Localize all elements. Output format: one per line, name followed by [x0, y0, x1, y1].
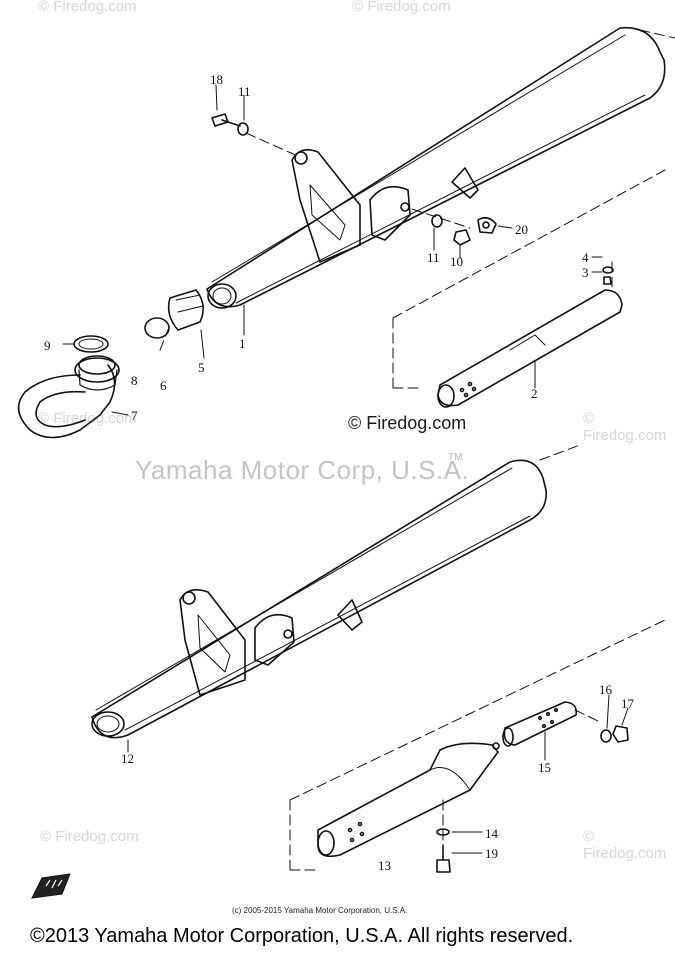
stay-part-20: [477, 216, 497, 234]
part-label-6: 6: [160, 378, 167, 393]
part-label-3: 3: [582, 265, 589, 280]
part-label-7: 7: [131, 408, 138, 423]
nut-part-9-inner: [78, 338, 104, 350]
watermark-top-center: © Firedog.com: [352, 0, 451, 15]
exhaust-pipe-part-7: [17, 364, 116, 439]
watermark-mid-left: © Firedog.com: [38, 410, 137, 427]
watermark-tm: TM: [448, 452, 463, 463]
part-label-10: 10: [450, 254, 463, 269]
upper-muffler-part-1: [206, 26, 675, 309]
pipe-part-17: [502, 701, 578, 747]
inner-pipe-part-2: [437, 289, 623, 408]
part-label-15: 14: [485, 826, 499, 841]
part-label-2: 2: [531, 386, 538, 401]
watermark-brand: Yamaha Motor Corp, U.S.A.: [135, 455, 470, 485]
part-label-14: 13: [378, 858, 391, 873]
front-direction-icon: [31, 873, 71, 899]
nut-part-19: [612, 725, 629, 743]
part-label-12: 18: [210, 72, 223, 87]
watermark-mid-right: © Firedog.com: [583, 410, 667, 444]
watermark-bottom-right: © Firedog.com: [583, 828, 667, 862]
copyright-notice: ©2013 Yamaha Motor Corporation, U.S.A. A…: [30, 925, 574, 947]
inner-pipe-part-14: [317, 742, 500, 858]
small-copyright: (c) 2005-2015 Yamaha Motor Corporation, …: [232, 906, 408, 915]
stay-hole: [482, 221, 490, 229]
part-label-13: 12: [121, 751, 134, 766]
part-label-20: 20: [515, 222, 528, 237]
washer-part-11-lower: [431, 214, 443, 228]
part-label-5: 5: [198, 360, 205, 375]
nut-part-4: [603, 276, 612, 285]
watermark-bottom-left: © Firedog.com: [40, 828, 139, 845]
part-label-4: 4: [582, 250, 589, 265]
part-label-8: 8: [131, 373, 138, 388]
part-label-11-lower: 11: [427, 250, 440, 265]
part-label-11-upper: 11: [238, 84, 251, 99]
bolt-part-12: [211, 113, 241, 127]
washer-part-18: [600, 729, 612, 743]
part-label-9: 9: [44, 338, 51, 353]
part-labels: 18 11 1 5 6 8 9 7 11 10 20 4 3 2 12 15 1…: [44, 72, 635, 873]
part-label-19: 17: [621, 696, 635, 711]
gasket-part-6: [144, 317, 170, 339]
lower-muffler-part-13: [91, 444, 581, 739]
watermark-top-left: © Firedog.com: [38, 0, 137, 15]
flange-ring-part-8: [74, 355, 120, 391]
part-label-17: 15: [538, 760, 551, 775]
washer-part-3: [602, 266, 614, 274]
gasket-part-5: [167, 289, 204, 331]
washer-part-15: [436, 828, 450, 836]
watermark-center-firedog: © Firedog.com: [348, 413, 467, 433]
part-label-1: 1: [239, 336, 246, 351]
bolt-part-16: [436, 859, 451, 873]
nut-part-9: [73, 335, 109, 353]
nut-part-10: [453, 229, 471, 246]
part-label-16: 19: [485, 846, 498, 861]
part-label-18: 16: [599, 682, 613, 697]
washer-part-11-upper: [237, 122, 249, 136]
